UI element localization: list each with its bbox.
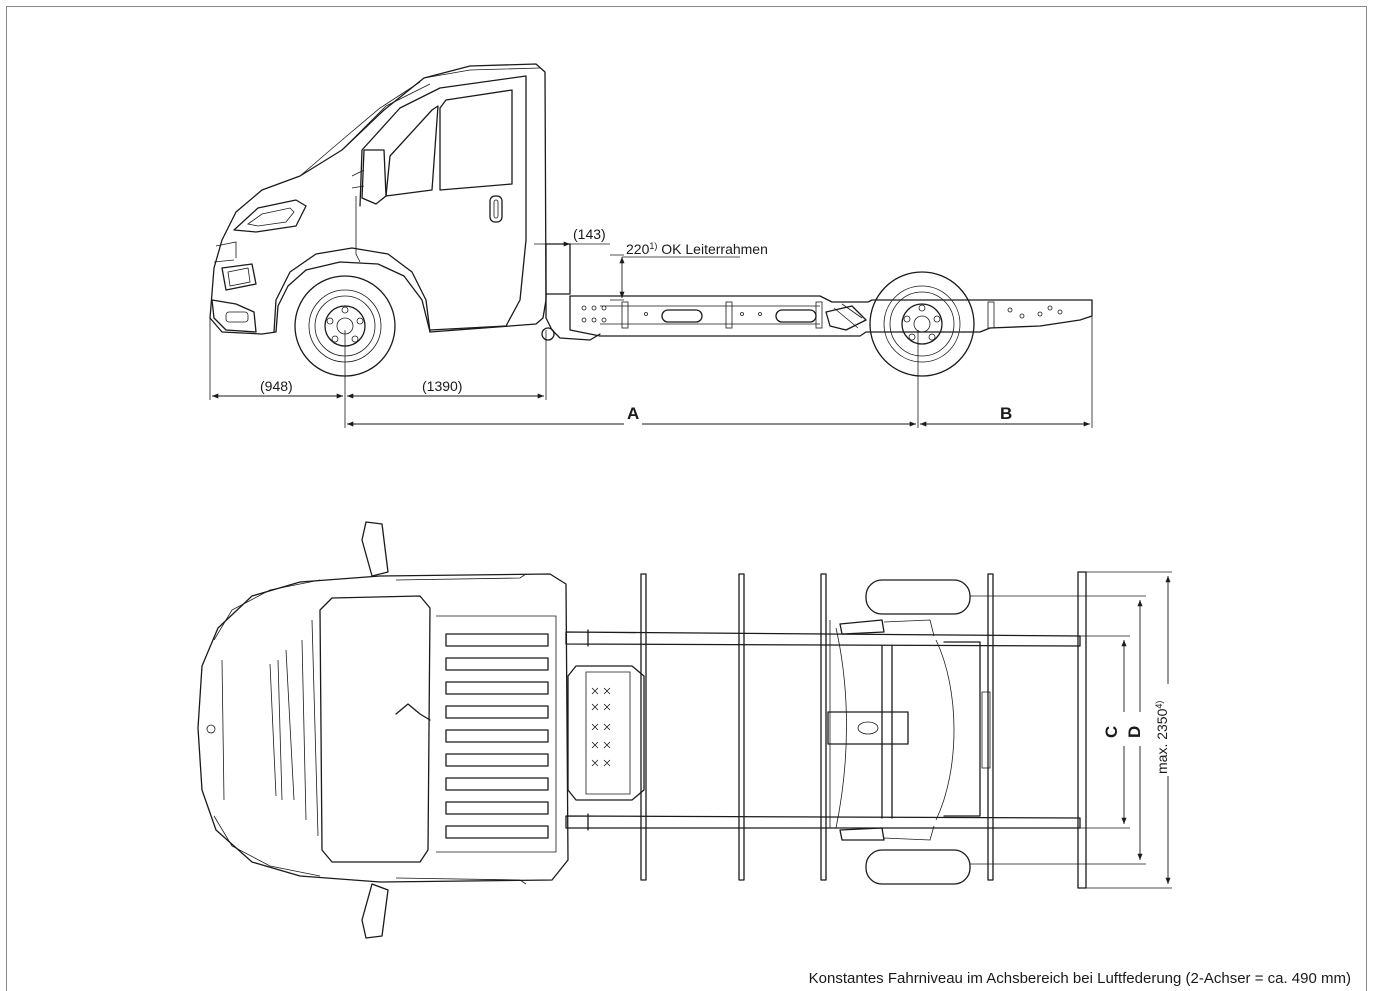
dim-c-label: C — [1102, 726, 1121, 738]
vent-window — [385, 105, 439, 197]
dim-cab-length: (1390) — [422, 378, 462, 394]
footnote: Konstantes Fahrniveau im Achsbereich bei… — [808, 970, 1351, 987]
front-wheel-arch — [273, 247, 431, 333]
mirror-top-left — [361, 521, 389, 577]
side-mirror — [361, 149, 387, 205]
drawing-frame — [6, 6, 1367, 991]
rear-wheel-top — [865, 579, 971, 615]
front-bumper — [211, 299, 257, 333]
dim-front-overhang: (948) — [260, 378, 293, 394]
cab-top-outline — [197, 573, 569, 883]
chassis-frame-rail — [569, 295, 1093, 337]
side-view: (948) (1390) (143) 2201) OK Leiterrahmen… — [209, 63, 1093, 434]
rear-wheel — [869, 271, 975, 377]
mirror-top-right — [361, 883, 389, 939]
dim-cab-gap: (143) — [573, 226, 606, 242]
door — [359, 75, 527, 331]
side-window — [439, 89, 513, 191]
cab-outline — [209, 63, 547, 335]
hood — [319, 595, 431, 863]
fuel-tank — [567, 665, 645, 801]
headlight — [233, 199, 307, 233]
chassis-rail-upper — [565, 631, 1081, 647]
roof-ribs — [445, 633, 549, 839]
dim-wheelbase-label: A — [627, 404, 639, 423]
chassis-rail-lower — [565, 815, 1081, 829]
dim-rear-overhang-label: B — [1000, 404, 1012, 423]
door-handle — [489, 195, 503, 223]
rear-axle — [881, 645, 893, 819]
dim-d-label: D — [1125, 726, 1144, 738]
dim-max-width: max. 23504) — [1154, 701, 1170, 774]
top-view: C D max. 23504) — [197, 521, 1174, 939]
rear-wheel-bottom — [865, 849, 971, 885]
fog-light — [221, 263, 257, 291]
dim-frame-height: 2201) OK Leiterrahmen — [626, 241, 768, 257]
